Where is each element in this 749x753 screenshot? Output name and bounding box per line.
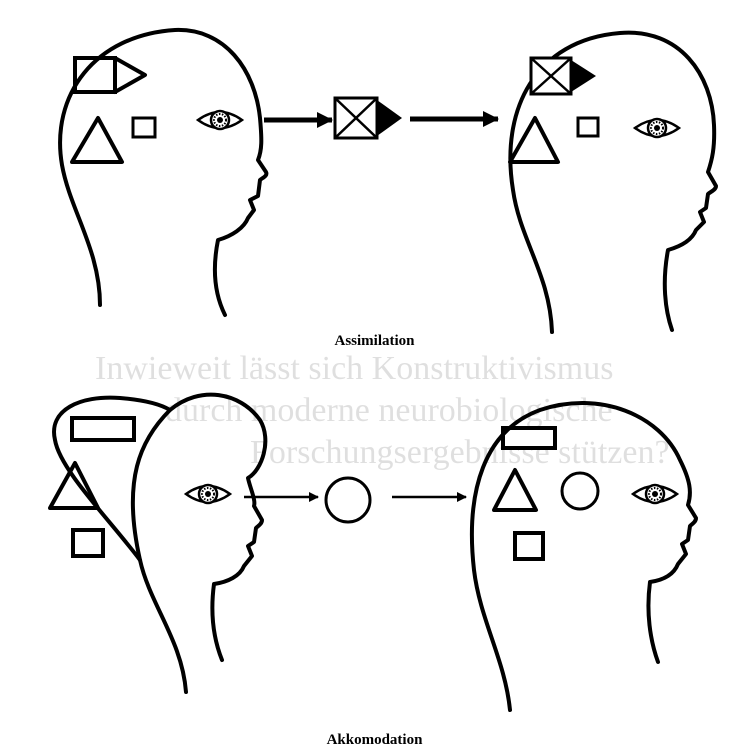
accommodation-panel	[48, 392, 698, 712]
assimilation-panel	[58, 27, 718, 334]
small-square-shape	[576, 116, 600, 138]
small-square-shape	[513, 531, 545, 561]
small-square-shape	[71, 528, 105, 558]
triangle-shape	[48, 461, 100, 510]
triangle-shape	[70, 116, 124, 164]
eye-icon	[184, 483, 232, 505]
square-with-triangle-shape	[73, 56, 147, 94]
crossed-square-with-filled-triangle-shape	[529, 56, 596, 96]
circle-shape	[560, 471, 600, 511]
eye-icon	[196, 109, 244, 131]
crossed-square-with-filled-triangle-shape	[333, 96, 402, 140]
circle-shape	[324, 476, 372, 524]
head-outline-right-bottom	[469, 401, 698, 712]
assimilation-caption: Assimilation	[334, 333, 415, 349]
accommodation-caption: Akkomodation	[326, 732, 423, 748]
head-outline-right-top	[508, 30, 718, 334]
small-square-shape	[131, 116, 157, 139]
head-outline-left-bottom	[130, 392, 268, 694]
rectangle-shape	[501, 426, 557, 450]
eye-icon	[631, 483, 679, 505]
rectangle-shape	[70, 416, 136, 442]
eye-icon	[633, 117, 681, 139]
triangle-shape	[508, 116, 560, 164]
triangle-shape	[492, 468, 538, 512]
head-outline-left-top	[58, 27, 269, 317]
